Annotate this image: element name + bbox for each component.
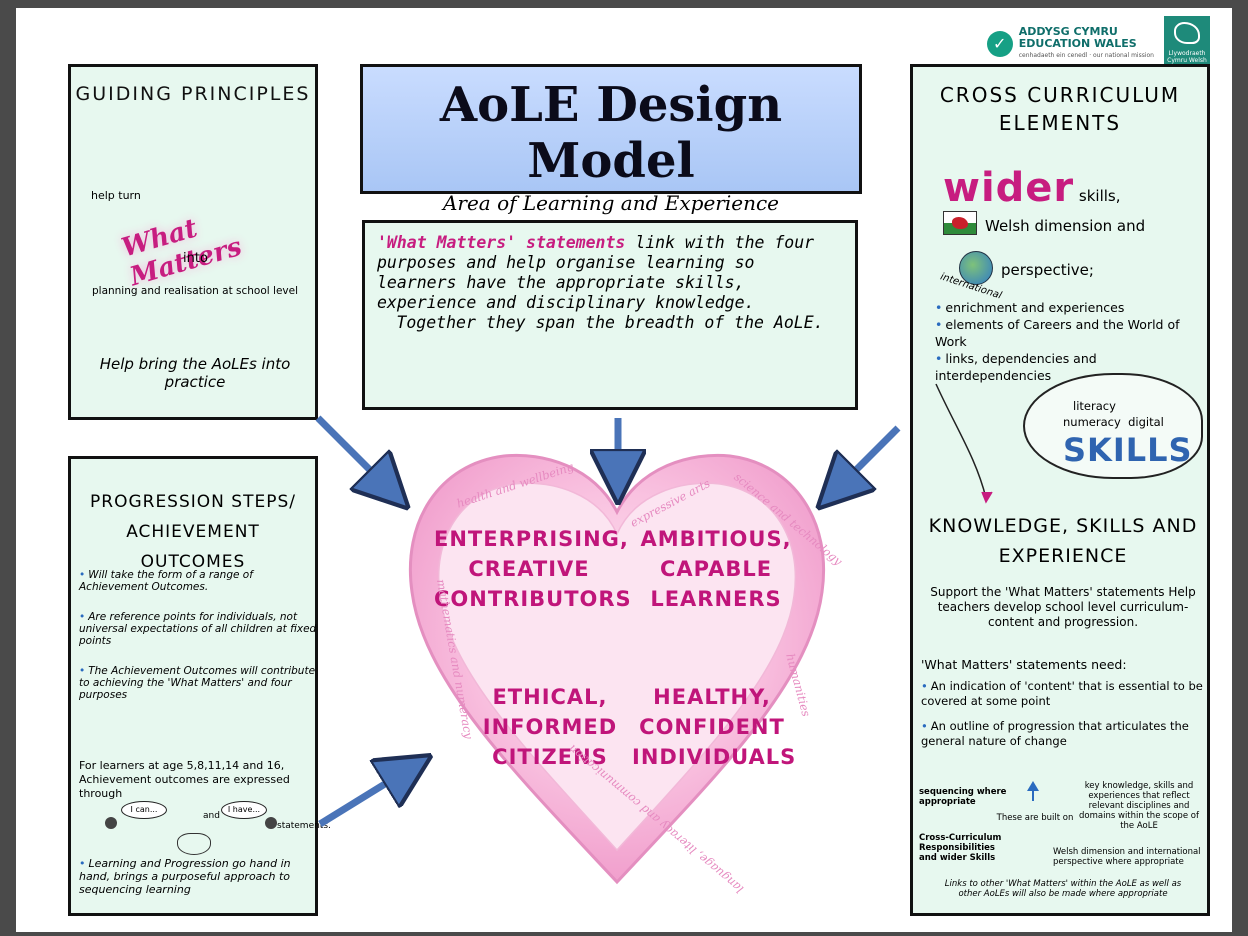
checkmark-icon: ✓ bbox=[986, 31, 1013, 57]
statement-highlight: 'What Matters' statements bbox=[377, 233, 626, 252]
built-on-text: These are built on bbox=[996, 813, 1074, 823]
key-knowledge-text: key knowledge, skills and experiences th… bbox=[1079, 781, 1199, 831]
statement-text-1: link with the four purposes and help org… bbox=[377, 233, 815, 312]
list-item: Will take the form of a range of Achieve… bbox=[79, 569, 317, 593]
wider-word: wider bbox=[943, 165, 1075, 211]
progression-box: PROGRESSION STEPS/ ACHIEVEMENT OUTCOMES … bbox=[68, 456, 331, 916]
arrow-icon bbox=[832, 425, 901, 494]
skills-heading: SKILLS bbox=[1063, 431, 1193, 469]
logo-tagline: cenhadaeth ein cenedl · our national mis… bbox=[1018, 52, 1154, 59]
need-heading: 'What Matters' statements need: bbox=[921, 657, 1127, 672]
progression-title: PROGRESSION STEPS/ ACHIEVEMENT OUTCOMES bbox=[90, 492, 296, 572]
bring-into-practice-text: Help bring the AoLEs into practice bbox=[99, 355, 291, 391]
and-text: and bbox=[203, 811, 220, 821]
guiding-principles-title: GUIDING PRINCIPLES bbox=[75, 83, 311, 105]
list-item: links, dependencies and interdependencie… bbox=[935, 350, 1207, 384]
list-item: Are reference points for individuals, no… bbox=[79, 611, 317, 647]
dragon-icon bbox=[1174, 22, 1200, 44]
literacy-text: literacy bbox=[1073, 399, 1116, 413]
face-icon bbox=[265, 817, 277, 829]
cross-responsibilities-text: Cross-Curriculum Responsibilities and wi… bbox=[919, 833, 1002, 863]
list-item: elements of Careers and the World of Wor… bbox=[935, 316, 1207, 350]
arrow-up-icon bbox=[1027, 781, 1039, 801]
statement-paragraph: 'What Matters' statements link with the … bbox=[377, 233, 843, 313]
list-item: An indication of 'content' that is essen… bbox=[921, 679, 1205, 709]
statement-icons: I can... and I have... statements. bbox=[105, 799, 331, 855]
into-text: into bbox=[183, 251, 208, 266]
skills-cloud bbox=[1023, 373, 1203, 479]
arrow-icon bbox=[315, 415, 394, 494]
four-purposes-heart: ENTERPRISING, CREATIVE CONTRIBUTORS AMBI… bbox=[394, 442, 845, 896]
welsh-flag-icon bbox=[943, 211, 977, 235]
cross-curriculum-list: enrichment and experiences elements of C… bbox=[935, 299, 1207, 384]
logo-wordmark: ✓ ADDYSG CYMRU EDUCATION WALES cenhadaet… bbox=[986, 25, 1154, 62]
links-note: Links to other 'What Matters' within the… bbox=[944, 879, 1182, 899]
wider-skills-line: wider skills, bbox=[943, 165, 1121, 211]
purpose-healthy: HEALTHY, CONFIDENT INDIVIDUALS bbox=[632, 685, 797, 769]
what-matters-statement-box: 'What Matters' statements link with the … bbox=[362, 220, 858, 410]
progression-list: Will take the form of a range of Achieve… bbox=[79, 569, 317, 719]
numeracy-text: numeracy bbox=[1063, 415, 1121, 429]
face-icon bbox=[105, 817, 117, 829]
page-subtitle: Area of Learning and Experience bbox=[442, 191, 780, 215]
planning-text: planning and realisation at school level bbox=[91, 285, 299, 297]
statement-text-2: Together they span the breadth of the Ao… bbox=[396, 313, 824, 332]
what-matters-highlight: What Matters bbox=[118, 213, 246, 293]
logo-line-1: ADDYSG CYMRU bbox=[1018, 25, 1118, 38]
support-text: Support the 'What Matters' statements He… bbox=[930, 585, 1196, 629]
digital-text: digital bbox=[1128, 415, 1164, 429]
need-list: An indication of 'content' that is essen… bbox=[921, 679, 1205, 759]
guiding-principles-box: GUIDING PRINCIPLES help turn What Matter… bbox=[68, 64, 318, 420]
welsh-dimension-note: Welsh dimension and international perspe… bbox=[1053, 847, 1201, 867]
list-item: An outline of progression that articulat… bbox=[921, 719, 1205, 749]
learners-text: For learners at age 5,8,11,14 and 16, Ac… bbox=[79, 759, 290, 800]
purpose-ethical: ETHICAL, INFORMED CITIZENS bbox=[482, 685, 618, 769]
help-turn-text: help turn bbox=[91, 189, 141, 202]
heart-shape bbox=[408, 453, 825, 885]
purpose-enterprising: ENTERPRISING, CREATIVE CONTRIBUTORS bbox=[434, 527, 632, 611]
handshake-icon bbox=[177, 833, 211, 855]
i-have-bubble: I have... bbox=[221, 801, 267, 819]
purpose-ambitious: AMBITIOUS, CAPABLE LEARNERS bbox=[640, 527, 792, 611]
globe-icon bbox=[959, 251, 993, 285]
perspective-text: perspective; bbox=[1001, 261, 1094, 279]
page-title: AoLE Design Model bbox=[439, 77, 783, 189]
statements-text: statements. bbox=[277, 821, 331, 831]
learning-progression-text: Learning and Progression go hand in hand… bbox=[79, 857, 315, 896]
title-box: AoLE Design Model Area of Learning and E… bbox=[360, 64, 862, 215]
i-can-bubble: I can... bbox=[121, 801, 167, 819]
welsh-dimension-text: Welsh dimension and bbox=[985, 217, 1146, 235]
cross-curriculum-title: CROSS CURRICULUM ELEMENTS bbox=[939, 83, 1181, 135]
cross-curriculum-box: CROSS CURRICULUM ELEMENTS wider skills, … bbox=[910, 64, 1210, 916]
poster: ✓ ADDYSG CYMRU EDUCATION WALES cenhadaet… bbox=[16, 8, 1232, 932]
kse-title: KNOWLEDGE, SKILLS AND EXPERIENCE bbox=[928, 515, 1198, 567]
list-item: enrichment and experiences bbox=[935, 299, 1207, 316]
list-item: The Achievement Outcomes will contribute… bbox=[79, 665, 317, 701]
skills-word: skills, bbox=[1074, 187, 1121, 205]
sequencing-text: sequencing where appropriate bbox=[919, 787, 1007, 807]
logo-line-2: EDUCATION WALES bbox=[1018, 37, 1137, 50]
